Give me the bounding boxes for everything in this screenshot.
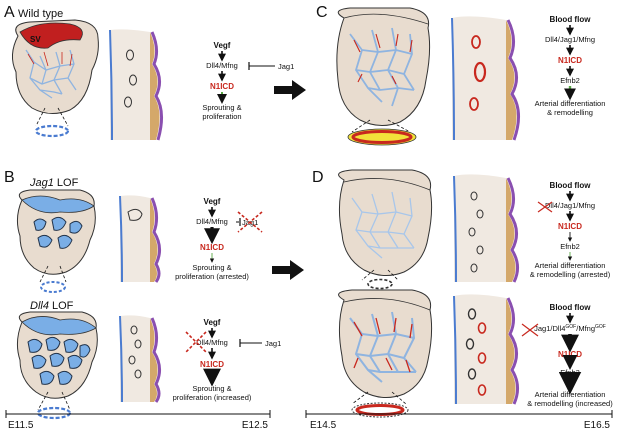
pathway-d-bottom-notch: N1ICD [558,350,582,359]
pathway-d-bottom-sup-1: GOF [565,324,576,330]
pathway-c: Blood flow Dll4/Jag1/Mfng N1ICD Efnb2 Ar… [535,15,606,117]
timeline-right-start: E14.5 [310,420,337,431]
pathway-dll4-inhibitor: Jag1 [265,339,281,348]
pathway-d-top-mid-cross: Dll4 [545,201,558,210]
pathway-d-top-mid-rest: /Jag1/Mfng [558,201,595,210]
panel-letter-b: B [4,169,15,186]
pathway-jag1: Vegf Dll4/Mfng Jag1 N1ICD Sprouting & pr… [175,197,263,281]
pathway-d-top-mid: Dll4/Jag1/Mfng [545,201,595,210]
jag1-knockout-cross [237,211,263,233]
ventricular-wall-dll4 [119,315,161,403]
dll4-lof-gene: Dll4 [30,300,49,312]
vascular-plexus-d-top [351,191,415,259]
sv-label: SV [30,35,41,44]
timeline: E11.5 E12.5 E14.5 E16.5 [5,410,613,431]
pathway-d-top-target: Efnb2 [560,242,580,251]
ventricular-wall-c [451,16,520,141]
vascular-plexus-dll4 [27,336,91,385]
pathway-jag1-top: Vegf [204,197,221,206]
dll4-knockout-cross-d [537,201,553,213]
vascular-plexus-c [349,27,415,107]
pathway-c-target: Efnb2 [560,76,580,85]
pathway-a-mid: Dll4/Mfng [206,61,238,70]
ventricular-wall-jag1 [119,195,161,283]
panel-letter-c: C [316,4,328,21]
pathway-jag1-mid: Dll4/Mfng [196,217,228,226]
vascular-plexus-jag1 [33,216,83,249]
pathway-dll4-mid-rest: /Mfng [209,338,228,347]
heart-shape-c [336,7,431,126]
pathway-d-bottom-mid-b: /Mfng [576,324,595,333]
panel-a: A Wild type SV Vegf [4,4,294,141]
pathway-d-top-outcome-2: & remodelling (arrested) [530,270,611,279]
pathway-d-bottom-sup-2: GOF [595,324,606,330]
pathway-d-bottom-outcome-2: & remodelling (increased) [527,399,613,408]
vascular-plexus-d-bottom [349,311,417,383]
pathway-dll4-outcome-1: Sprouting & [192,384,231,393]
pathway-d-bottom-target: Efnb2 [560,368,580,377]
pathway-dll4-mid: Dll4/Mfng [196,338,228,347]
pathway-dll4-outcome-2: proliferation (increased) [173,393,252,402]
panel-letter-a: A [4,4,15,21]
jag1-lof-gene: Jag1 [29,177,54,189]
panel-letter-d: D [312,169,324,186]
pathway-c-top: Blood flow [550,15,592,24]
heart-shape-d-top [338,169,433,276]
pathway-dll4-notch: N1ICD [200,360,224,369]
pathway-d-bottom-outcome-1: Arterial differentiation [535,390,606,399]
pathway-c-outcome-2: & remodelling [547,108,593,117]
pathway-c-outcome-1: Arterial differentiation [535,99,606,108]
vessel-cross-section-dll4 [36,406,72,420]
panel-d: D Blood flow Dll4/Jag1/Mfng [312,169,613,418]
dll4-lof-title: Dll4 LOF [30,300,74,312]
heart-shape-d-bottom [338,289,433,398]
pathway-dll4: Vegf Dll4/Mfng Jag1 N1ICD Sprouting & pr… [173,318,282,402]
pathway-d-bottom-mid-a: /Dll4 [550,324,565,333]
pathway-a: Vegf Dll4/Mfng Jag1 N1ICD Sprouting & pr… [202,41,294,121]
pathway-d-bottom-top: Blood flow [550,303,592,312]
pathway-dll4-mid-cross: Dll4 [196,338,209,347]
pathway-c-mid: Dll4/Jag1/Mfng [545,35,595,44]
vessel-cross-section-a [34,124,70,138]
jag1-lof-suffix: LOF [54,177,79,189]
panel-a-title: Wild type [18,8,63,20]
pathway-jag1-outcome-2: proliferation (arrested) [175,272,249,281]
pathway-jag1-notch: N1ICD [200,243,224,252]
dll4-lof-suffix: LOF [49,300,74,312]
pathway-a-outcome-2: proliferation [202,112,241,121]
pathway-a-inhibitor: Jag1 [278,62,294,71]
vessel-cross-section-jag1 [40,281,66,293]
pathway-d-top-top: Blood flow [550,181,592,190]
progression-arrow-top [274,80,306,100]
vascular-plexus-a [25,49,77,99]
panel-b: B Jag1 LOF Vegf Dll4/Mfng Jag [4,169,282,420]
pathway-jag1-outcome-1: Sprouting & [192,263,231,272]
vessel-cross-section-d-top [367,278,393,290]
sinus-venosus [19,22,83,49]
timeline-left-start: E11.5 [8,420,34,431]
pathway-d-bottom-mid-cross: Jag1 [534,324,550,333]
pathway-d-top-notch: N1ICD [558,222,582,231]
pathway-a-outcome-1: Sprouting & [202,103,241,112]
pathway-c-notch: N1ICD [558,56,582,65]
timeline-right-end: E16.5 [584,420,611,431]
pathway-d-bottom: Blood flow Jag1/Dll4GOF/MfngGOF N1ICD Ef… [521,303,613,408]
jag1-knockout-cross-d [521,323,539,337]
pathway-a-top: Vegf [214,41,231,50]
pathway-a-notch: N1ICD [210,82,234,91]
pathway-d-top: Blood flow Dll4/Jag1/Mfng N1ICD Efnb2 Ar… [530,181,611,279]
jag1-lof-title: Jag1 LOF [29,177,79,189]
panel-c: C Blood flow Dll4/Jag1/Mfng N1ICD [316,4,606,146]
pathway-d-top-outcome-1: Arterial differentiation [535,261,606,270]
ventricular-wall-d-bottom [453,294,519,405]
timeline-left-end: E12.5 [242,420,269,431]
ventricular-wall-a [109,29,163,141]
pathway-dll4-top: Vegf [204,318,221,327]
pathway-d-bottom-mid: Jag1/Dll4GOF/MfngGOF [534,324,606,333]
progression-arrow-bottom [272,260,304,280]
ventricular-wall-d-top [453,174,519,283]
